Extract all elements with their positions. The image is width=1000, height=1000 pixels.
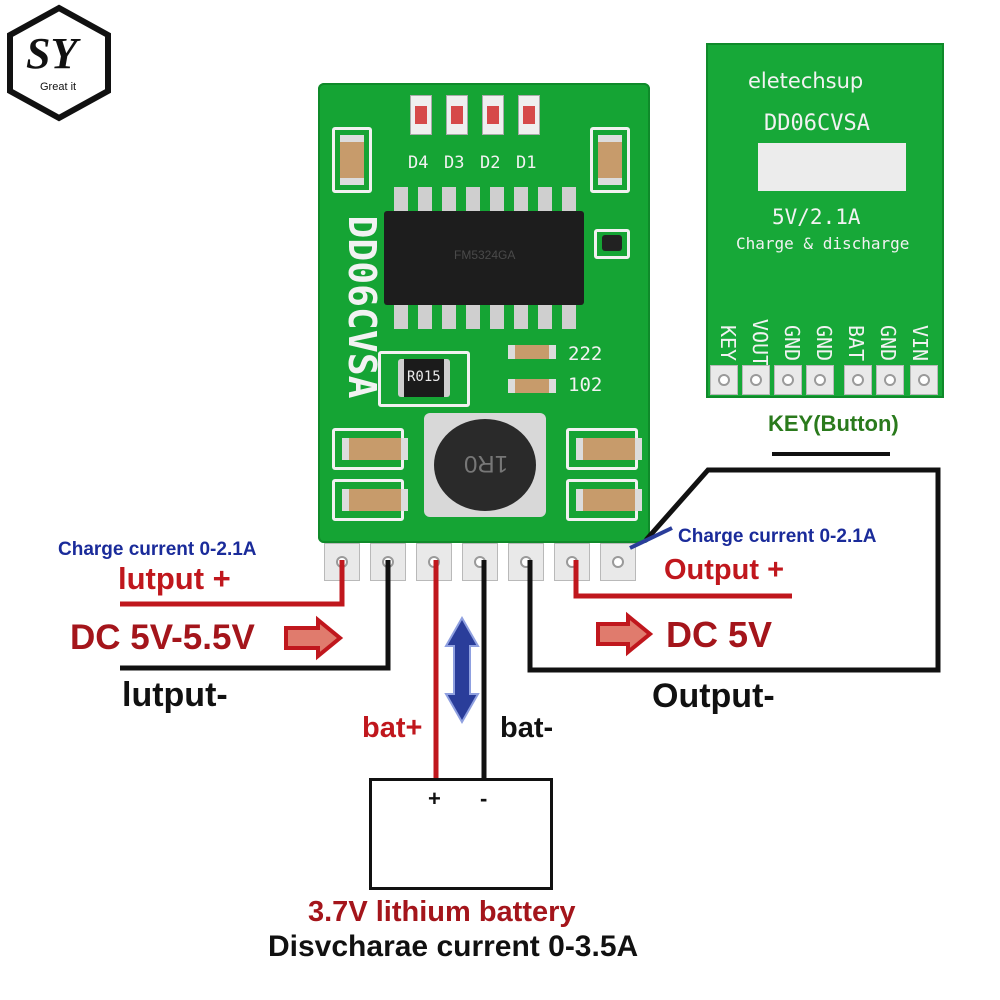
output-plus-wire — [573, 560, 792, 599]
main-pad-5 — [508, 543, 544, 581]
ic-pin — [394, 187, 408, 213]
shunt-resistor: R015 — [398, 359, 450, 397]
inset-pcb-board: eletechsup DD06CVSA 5V/2.1A Charge & dis… — [706, 43, 944, 398]
logo-hexagon-icon — [7, 4, 111, 122]
battery-plus-sign: + — [428, 786, 441, 811]
led-d4 — [410, 95, 432, 135]
resistor-frame-small — [594, 229, 630, 259]
input-plus-label: lutput + — [118, 561, 231, 596]
shunt-resistor-label: R015 — [407, 369, 441, 385]
capacitor-right — [598, 135, 622, 185]
main-pad-7 — [600, 543, 636, 581]
capacitor-222 — [508, 345, 556, 359]
battery-box — [369, 778, 553, 890]
ic-pin — [490, 303, 504, 329]
input-minus-label: lutput- — [122, 676, 228, 714]
led-d2 — [482, 95, 504, 135]
ic-pin — [562, 303, 576, 329]
bat-minus-label: bat- — [500, 712, 554, 744]
capacitor-left — [340, 135, 364, 185]
led-d1 — [518, 95, 540, 135]
brand-logo: SY Great it — [4, 4, 114, 122]
ic-pin — [466, 187, 480, 213]
led-label-d1: D1 — [516, 153, 537, 173]
inductor-core: 1R0 — [434, 419, 536, 511]
capacitor-frame-right — [590, 127, 630, 193]
led-d3 — [446, 95, 468, 135]
ic-pin — [418, 303, 432, 329]
charge-current-left-label: Charge current 0-2.1A — [58, 539, 257, 560]
led-label-d4: D4 — [408, 153, 429, 173]
shunt-resistor-frame — [378, 351, 470, 407]
capacitor-left-1 — [342, 438, 408, 460]
output-plus-label: Output + — [664, 554, 785, 586]
inset-model: DD06CVSA — [764, 111, 870, 136]
inset-brand: eletechsup — [748, 69, 864, 93]
led-label-d2: D2 — [480, 153, 501, 173]
inset-pad-gnd-2 — [806, 365, 834, 395]
output-minus-wire — [527, 467, 941, 673]
capacitor-left-2 — [342, 489, 408, 511]
capacitor-right-1 — [576, 438, 642, 460]
input-voltage-label: DC 5V-5.5V — [70, 618, 255, 657]
charge-pointer-line — [629, 526, 673, 550]
ic-pin — [490, 187, 504, 213]
logo-tagline: Great it — [40, 81, 77, 93]
inset-pad-bat — [844, 365, 872, 395]
main-pad-6 — [554, 543, 590, 581]
logo-letters: SY — [26, 29, 78, 78]
inset-pad-vout — [742, 365, 770, 395]
input-plus-wire — [120, 560, 345, 607]
resistor-small — [602, 235, 622, 251]
inset-pad-gnd-1 — [774, 365, 802, 395]
bat-plus-label: bat+ — [362, 712, 423, 744]
ic-pin — [418, 187, 432, 213]
ic-pin — [538, 303, 552, 329]
power-ic-chip: FM5324GA — [384, 211, 584, 305]
ic-pin — [442, 303, 456, 329]
capacitor-102 — [508, 379, 556, 393]
input-minus-wire — [120, 560, 391, 671]
ic-pin — [442, 187, 456, 213]
ic-pin — [514, 187, 528, 213]
ic-pin — [562, 187, 576, 213]
inset-rating: 5V/2.1A — [772, 205, 861, 229]
double-arrow-icon — [444, 615, 480, 725]
charge-current-right-label: Charge current 0-2.1A — [678, 526, 877, 547]
output-voltage-label: DC 5V — [666, 614, 773, 655]
capacitor-frame-left — [332, 127, 372, 193]
inductor: 1R0 — [424, 413, 546, 517]
input-arrow-icon — [284, 615, 344, 661]
output-minus-label: Output- — [652, 677, 775, 715]
part-code-222: 222 — [568, 343, 603, 365]
inset-pad-gnd-3 — [876, 365, 904, 395]
output-arrow-icon — [596, 611, 654, 657]
inset-function: Charge & discharge — [736, 234, 910, 253]
battery-name-label: 3.7V lithium battery — [308, 896, 576, 928]
ic-pin — [466, 303, 480, 329]
part-code-102: 102 — [568, 374, 603, 396]
ic-chip-marking: FM5324GA — [454, 248, 516, 262]
inset-pad-vin — [910, 365, 938, 395]
battery-minus-sign: - — [480, 786, 488, 811]
ic-pin — [514, 303, 528, 329]
led-label-d3: D3 — [444, 153, 465, 173]
inset-qr-area — [758, 143, 906, 191]
key-button-label: KEY(Button) — [768, 411, 899, 436]
ic-pin — [538, 187, 552, 213]
discharge-current-label: Disvcharae current 0-3.5A — [268, 930, 639, 963]
ic-pin — [394, 303, 408, 329]
capacitor-right-2 — [576, 489, 642, 511]
inset-pad-key — [710, 365, 738, 395]
